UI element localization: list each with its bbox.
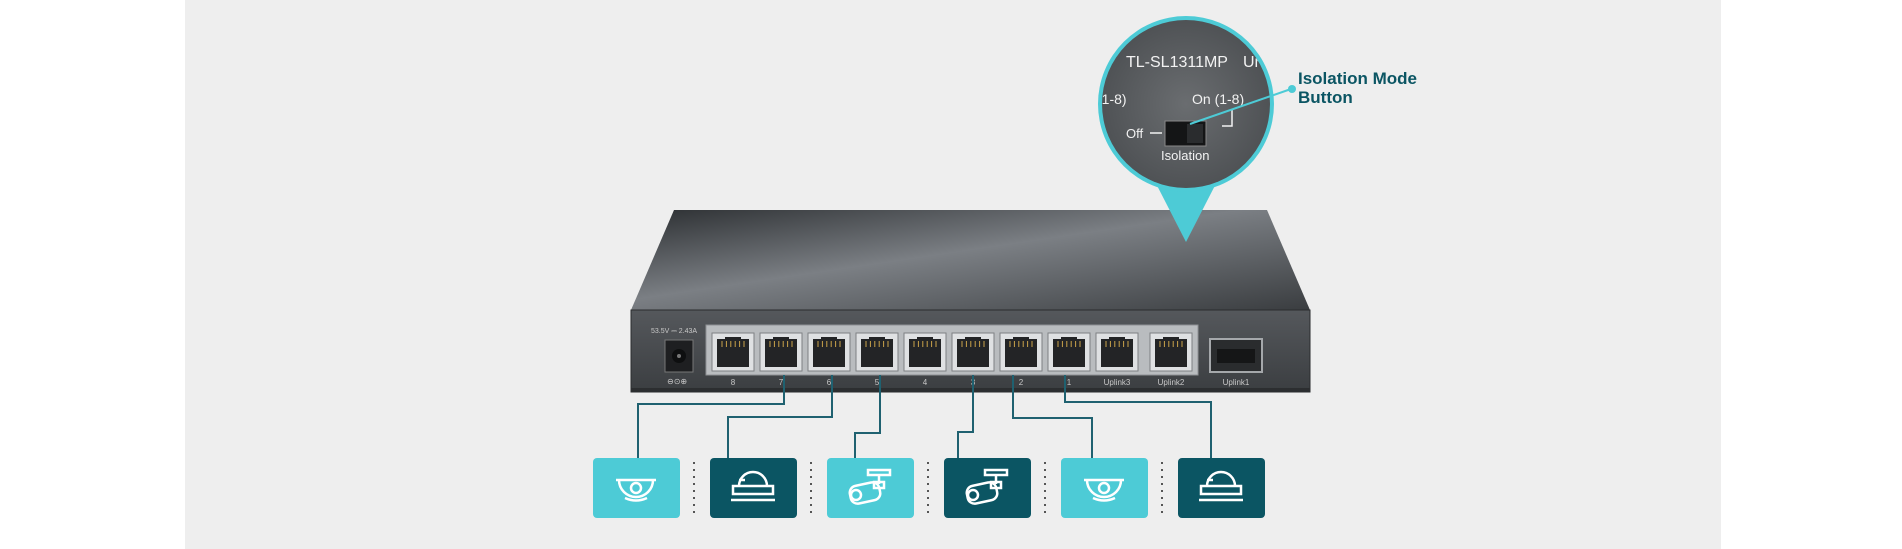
rj45-port: [759, 332, 803, 372]
rj45-port: [855, 332, 899, 372]
isolation-switch-label: Isolation: [1161, 148, 1209, 163]
camera-device-tile: [944, 458, 1031, 518]
port-label: 7: [779, 378, 784, 387]
port-label: 1: [1067, 378, 1072, 387]
rj45-port: [1047, 332, 1091, 372]
rj45-port: [903, 332, 947, 372]
callout-line-1: Isolation Mode: [1298, 69, 1417, 88]
bullet-camera-icon: [965, 468, 1009, 505]
zoom-left-fragment: (1-8): [1097, 91, 1127, 107]
camera-row: [593, 458, 1265, 518]
callout-line-2: Button: [1298, 88, 1353, 107]
camera-device-tile: [710, 458, 797, 518]
port-label: 6: [827, 378, 832, 387]
dome-camera-icon: [731, 470, 775, 502]
dome-camera-icon: [1199, 470, 1243, 502]
zoom-model-text: TL-SL1311MP: [1126, 54, 1228, 71]
port-label: 2: [1019, 378, 1024, 387]
port-label: Uplink2: [1158, 378, 1185, 387]
rj45-port: [807, 332, 851, 372]
rj45-port: [1149, 332, 1193, 372]
isolation-off-label: Off: [1126, 126, 1143, 141]
power-rating-label: 53.5V ⎓ 2.43A: [651, 328, 697, 335]
port-label: 4: [923, 378, 928, 387]
port-label: Uplink3: [1104, 378, 1131, 387]
port-label: Uplink1: [1223, 378, 1250, 387]
power-polarity-symbol: ⊖⊙⊕: [667, 377, 687, 386]
rj45-port: [1095, 332, 1139, 372]
camera-device-tile: [1178, 458, 1265, 518]
port-connector-lines: [637, 375, 1212, 458]
rj45-port: [951, 332, 995, 372]
rj45-port: [711, 332, 755, 372]
dome-camera-icon: [616, 478, 656, 502]
bullet-camera-icon: [848, 468, 892, 505]
camera-device-tile: [827, 458, 914, 518]
zoom-callout: ‹ TL-SL1311MP Ur (1-8) On (1-8) Off Isol…: [1097, 16, 1296, 242]
zoom-model-suffix: Ur: [1243, 54, 1261, 71]
isolation-on-label: On (1-8): [1192, 91, 1244, 107]
port-label: 8: [731, 378, 736, 387]
switch-top: [631, 210, 1310, 310]
rj45-port: [999, 332, 1043, 372]
zoom-lens: [1102, 20, 1270, 188]
camera-device-tile: [593, 458, 680, 518]
callout-leader-line: [1189, 88, 1292, 125]
camera-device-tile: [1061, 458, 1148, 518]
isolation-mode-callout-label: Isolation Mode Button: [1298, 69, 1458, 107]
dome-camera-icon: [1084, 478, 1124, 502]
port-label: 5: [875, 378, 880, 387]
